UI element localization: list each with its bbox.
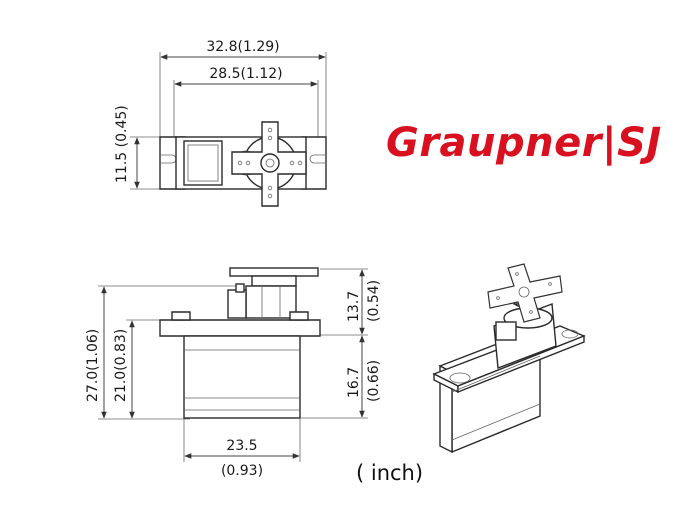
top-view: 32.8(1.29) 28.5(1.12) 11.5 (0.45) servo-… bbox=[114, 39, 327, 207]
total-height-label: 27.0(1.06) bbox=[85, 329, 101, 402]
body-width-in-label: (0.93) bbox=[221, 463, 263, 479]
lower-height-in-label: (0.66) bbox=[366, 360, 382, 402]
upper-height-mm-label: 13.7 bbox=[346, 291, 362, 322]
units-note: ( inch) bbox=[356, 461, 423, 485]
upper-height-in-label: (0.54) bbox=[366, 280, 382, 322]
brand-logo-text: Graupner|SJ bbox=[386, 120, 662, 167]
overall-width-label: 32.8(1.29) bbox=[206, 39, 279, 55]
body-height-label: 21.0(0.83) bbox=[113, 329, 129, 402]
body-width-mm-label: 23.5 bbox=[226, 438, 257, 454]
lower-height-mm-label: 16.7 bbox=[346, 367, 362, 398]
side-view: 27.0(1.06) 21.0(0.83) 13.7 (0.54) 16.7 (… bbox=[85, 267, 382, 479]
depth-label: 11.5 (0.45) bbox=[114, 105, 130, 183]
isometric-view: servo-isometric-view-icon bbox=[432, 263, 586, 454]
brand-logo: Graupner|SJ bbox=[386, 120, 662, 167]
hole-spacing-label: 28.5(1.12) bbox=[209, 66, 282, 82]
